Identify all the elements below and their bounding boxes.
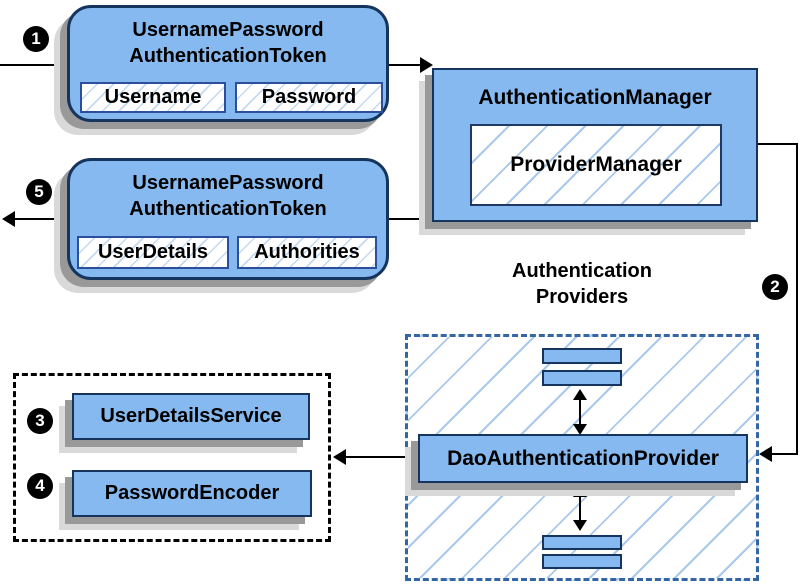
authentication-manager-box: AuthenticationManager ProviderManager: [432, 68, 758, 222]
step-2-badge: 2: [762, 274, 788, 300]
response-token-title: UsernamePassword AuthenticationToken: [70, 170, 386, 222]
password-encoder-box: PasswordEncoder: [72, 470, 312, 517]
step-4-badge: 4: [27, 473, 53, 499]
authentication-manager-title: AuthenticationManager: [478, 86, 712, 109]
double-arrow-top-line: [579, 398, 581, 426]
double-arrow-bottom-up: [573, 486, 587, 497]
flow-line-dao-to-services: [346, 456, 418, 458]
provider-slot-bar-bottom-2: [542, 554, 622, 569]
response-token-box: UsernamePassword AuthenticationToken Use…: [67, 158, 389, 280]
authorities-field: Authorities: [237, 236, 377, 269]
username-field: Username: [80, 82, 226, 113]
dao-authentication-provider-box: DaoAuthenticationProvider: [418, 434, 748, 483]
userdetails-field: UserDetails: [77, 236, 229, 269]
arrowhead-into-manager: [420, 57, 433, 73]
flow-line-request: [389, 64, 422, 66]
request-token-title-line1: UsernamePassword: [132, 19, 324, 41]
response-token-title-line2: AuthenticationToken: [129, 198, 327, 220]
request-token-box: UsernamePassword AuthenticationToken Use…: [67, 5, 389, 122]
user-details-service-box: UserDetailsService: [72, 393, 310, 440]
step-3-badge: 3: [27, 408, 53, 434]
authentication-providers-label-line1: Authentication: [512, 260, 652, 282]
double-arrow-bottom-down: [573, 520, 587, 531]
provider-slot-bar-top-2: [542, 370, 622, 386]
arrowhead-response-out: [2, 211, 15, 227]
provider-slot-bar-bottom-1: [542, 535, 622, 550]
provider-slot-bar-top-1: [542, 348, 622, 364]
response-token-title-line1: UsernamePassword: [132, 172, 324, 194]
flow-line-in: [0, 64, 67, 66]
double-arrow-top-down: [573, 424, 587, 435]
request-token-title: UsernamePassword AuthenticationToken: [70, 17, 386, 69]
services-dotted-zone: [13, 373, 331, 542]
password-field: Password: [235, 82, 383, 113]
flow-line-into-dao: [772, 453, 798, 455]
arrowhead-into-services: [333, 449, 346, 465]
authentication-providers-label: Authentication Providers: [462, 258, 702, 310]
authentication-providers-label-line2: Providers: [535, 286, 629, 308]
flow-line-right-vertical: [796, 143, 798, 455]
flow-line-manager-out: [758, 143, 798, 145]
request-token-title-line2: AuthenticationToken: [129, 45, 327, 67]
step-5-badge: 5: [26, 179, 52, 205]
double-arrow-bottom-line: [579, 496, 581, 522]
arrowhead-into-dao: [759, 446, 772, 462]
provider-manager-box: ProviderManager: [470, 124, 722, 206]
double-arrow-top-up: [573, 389, 587, 400]
step-1-badge: 1: [23, 26, 49, 52]
